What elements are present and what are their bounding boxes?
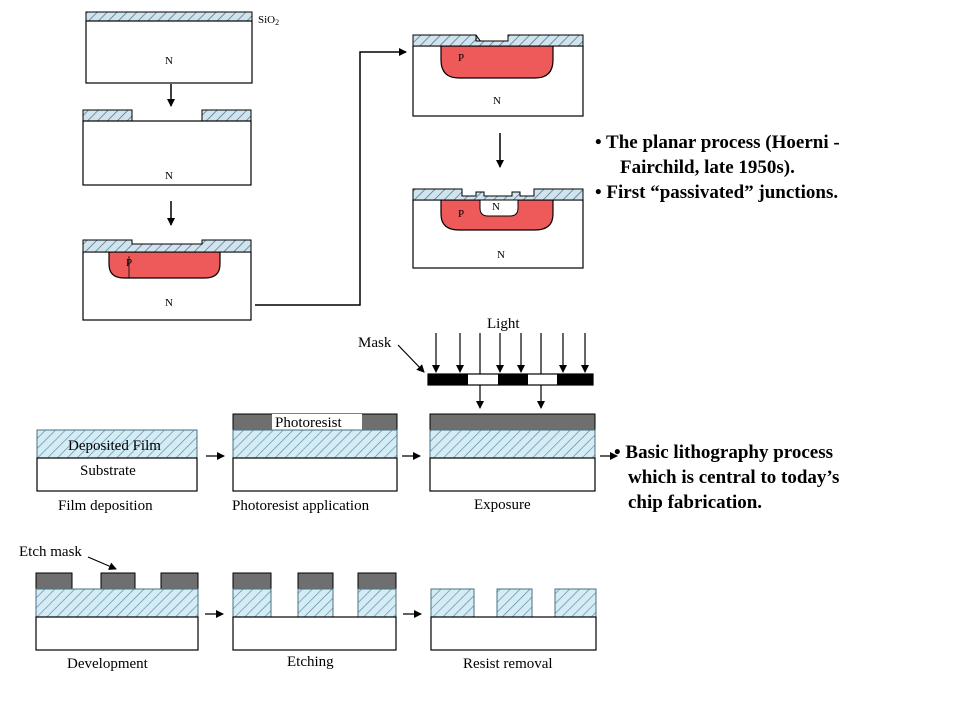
planar-step-1: SiO2 N: [85, 11, 279, 84]
film-label: Deposited Film: [68, 438, 161, 454]
n-label: N: [165, 170, 173, 182]
light-rays: [432, 333, 589, 409]
litho-line-3: chip fabrication.: [628, 492, 763, 513]
litho-line-1: • Basic lithography process: [614, 442, 834, 463]
p-label: P: [458, 208, 464, 220]
planar-description: • The planar process (Hoerni - Fairchild…: [595, 130, 840, 205]
n-label: N: [165, 297, 173, 309]
caption-etching: Etching: [287, 654, 334, 670]
p-label: P: [126, 257, 132, 269]
p-region: [440, 45, 554, 79]
litho-photoresist-application: Photoresist Photoresist application: [232, 413, 398, 514]
n-region: [479, 199, 519, 217]
planar-line-2: Fairchild, late 1950s).: [620, 157, 795, 178]
litho-resist-removal: Resist removal: [430, 588, 597, 672]
litho-line-2: which is central to today’s: [628, 467, 840, 488]
oxide-label: SiO2: [258, 14, 279, 27]
litho-film-deposition: Deposited Film Substrate Film deposition: [36, 429, 198, 514]
planar-step-3: P N: [82, 239, 252, 321]
caption-exposure: Exposure: [474, 497, 531, 513]
litho-exposure: Exposure: [429, 413, 596, 513]
n-label: N: [497, 249, 505, 261]
connector-arrow: [255, 48, 407, 306]
photomask: [427, 373, 594, 386]
planar-line-1: • The planar process (Hoerni -: [595, 132, 840, 153]
caption-resist-removal: Resist removal: [463, 656, 553, 672]
caption-film-deposition: Film deposition: [58, 498, 153, 514]
n-label: N: [492, 201, 500, 213]
p-region: [108, 251, 221, 279]
etch-mask-pointer: [87, 556, 117, 570]
planar-line-3: • First “passivated” junctions.: [595, 182, 839, 203]
planar-step-5: N P N: [412, 188, 584, 269]
litho-development: Development: [35, 572, 199, 672]
caption-photoresist-application: Photoresist application: [232, 498, 370, 514]
light-label: Light: [487, 316, 520, 332]
oxide-layer: [82, 239, 252, 253]
oxide-layer: [412, 34, 584, 47]
n-label: N: [165, 55, 173, 67]
caption-development: Development: [67, 656, 149, 672]
n-label: N: [493, 95, 501, 107]
photoresist-label: Photoresist: [275, 415, 343, 431]
mask-label: Mask: [358, 335, 392, 351]
etch-mask-label: Etch mask: [19, 544, 82, 560]
p-label: P: [458, 52, 464, 64]
planar-step-4: P N: [412, 34, 584, 117]
litho-etching: Etching: [232, 572, 397, 670]
planar-step-2: N: [82, 109, 252, 186]
oxide-layer: [412, 188, 584, 201]
substrate-label: Substrate: [80, 463, 136, 479]
mask-pointer: [397, 344, 425, 373]
litho-description: • Basic lithography process which is cen…: [614, 440, 839, 515]
